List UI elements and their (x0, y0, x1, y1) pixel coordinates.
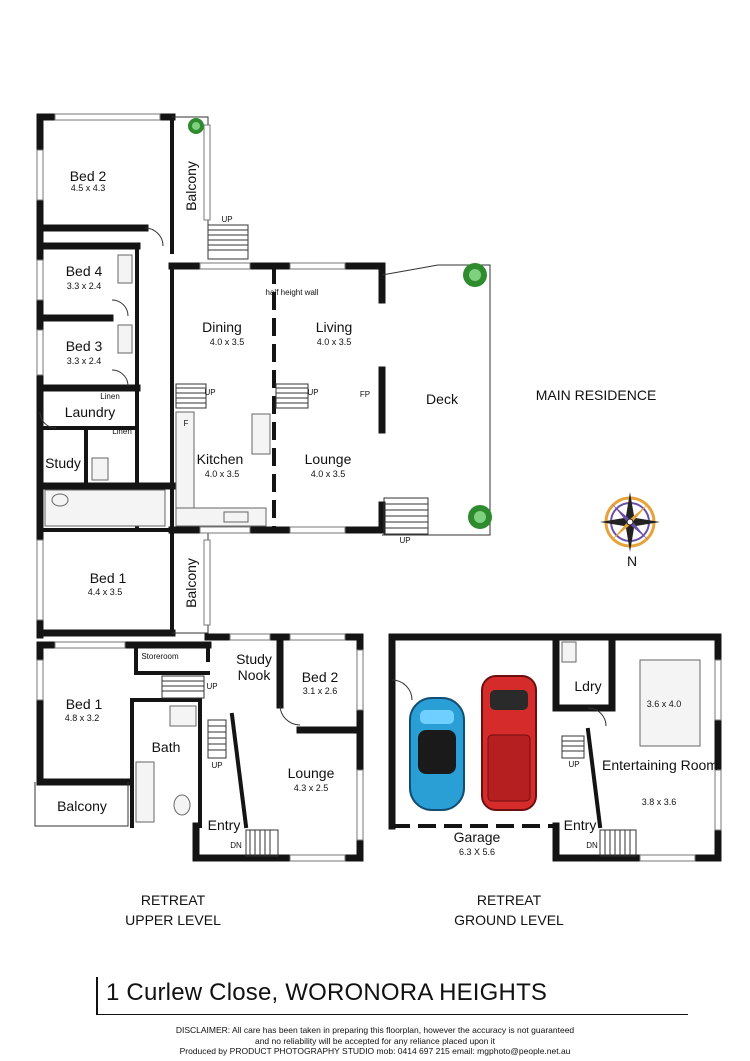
property-address-title: 1 Curlew Close, WORONORA HEIGHTS (106, 979, 548, 1006)
room-name-bath: Bath (152, 739, 181, 755)
label-balcony-mid: Balcony (183, 558, 199, 608)
room-size-lounge-upper: 4.3 x 2.5 (294, 783, 329, 793)
label-up-ground: UP (568, 760, 579, 769)
stairs-ground (561, 735, 585, 759)
room-size-bed2-main: 4.5 x 4.3 (71, 183, 106, 193)
label-dn-ground: DN (586, 841, 598, 850)
disclaimer-line-2: and no reliability will be accepted for … (254, 1035, 496, 1046)
room-name-bed2-main: Bed 2 (70, 168, 107, 184)
room-name-entry-upper: Entry (208, 817, 241, 833)
room-name-study: Study (45, 455, 81, 471)
stairs-upper (161, 675, 205, 699)
plant-icon (468, 505, 492, 529)
stairs-entry-upper (245, 829, 279, 857)
room-name-bed2-upper: Bed 2 (302, 669, 339, 685)
plant-icon (463, 263, 487, 287)
section-upper-line2: UPPER LEVEL (125, 912, 221, 928)
car-blue-icon (409, 697, 465, 811)
label-up-living: UP (307, 388, 318, 397)
car-red-icon (481, 675, 537, 811)
room-size-bed4: 3.3 x 2.4 (67, 281, 102, 291)
room-name-study-nook-line2: Nook (238, 667, 272, 683)
label-up-upper-1: UP (206, 682, 217, 691)
room-name-bed4: Bed 4 (66, 263, 103, 279)
room-size-lounge-main: 4.0 x 3.5 (311, 469, 346, 479)
section-ground-line2: GROUND LEVEL (454, 912, 564, 928)
label-linen-1: Linen (100, 392, 120, 401)
label-up-deck: UP (399, 536, 410, 545)
plant-icon (188, 118, 204, 134)
room-name-deck: Deck (426, 391, 459, 407)
room-size-bed1-upper: 4.8 x 3.2 (65, 713, 100, 723)
compass-icon (600, 492, 660, 552)
room-name-bed1-main: Bed 1 (90, 570, 127, 586)
room-size-bed1-main: 4.4 x 3.5 (88, 587, 123, 597)
label-fireplace: FP (360, 390, 370, 399)
label-half-wall: half height wall (266, 288, 319, 297)
room-name-bed1-upper: Bed 1 (66, 696, 103, 712)
room-name-lounge-upper: Lounge (288, 765, 335, 781)
room-name-balcony-upper: Balcony (57, 798, 107, 814)
room-size-bed2-upper: 3.1 x 2.6 (303, 686, 338, 696)
room-size-garage: 6.3 X 5.6 (459, 847, 495, 857)
disclaimer: DISCLAIMER: All care has been taken in p… (0, 1025, 750, 1057)
label-up-upper-2: UP (211, 761, 222, 770)
room-name-kitchen: Kitchen (197, 451, 244, 467)
disclaimer-line-3: Produced by PRODUCT PHOTOGRAPHY STUDIO m… (179, 1046, 571, 1056)
label-up-balcony: UP (221, 215, 232, 224)
room-size-dining: 4.0 x 3.5 (210, 337, 245, 347)
room-name-storeroom: Storeroom (141, 652, 179, 661)
room-name-study-nook-line1: Study (236, 651, 272, 667)
label-dn-upper: DN (230, 841, 242, 850)
label-fridge: F (184, 419, 189, 428)
room-name-entry-ground: Entry (564, 817, 597, 833)
room-name-ldry: Ldry (574, 678, 601, 694)
room-size-bed3: 3.3 x 2.4 (67, 356, 102, 366)
stairs-balcony (207, 224, 249, 260)
retreat-upper-plan (34, 633, 364, 862)
room-name-laundry: Laundry (65, 404, 116, 420)
room-size-entertaining-bottom: 3.8 x 3.6 (642, 797, 677, 807)
title-block: 1 Curlew Close, WORONORA HEIGHTS (96, 977, 688, 1015)
stairs-entry-ground (599, 829, 637, 857)
section-upper-line1: RETREAT (141, 892, 206, 908)
room-name-bed3: Bed 3 (66, 338, 103, 354)
room-size-entertaining-top: 3.6 x 4.0 (647, 699, 682, 709)
label-balcony-top: Balcony (183, 161, 199, 211)
room-size-kitchen: 4.0 x 3.5 (205, 469, 240, 479)
room-name-garage: Garage (454, 829, 501, 845)
stairs-upper-2 (207, 719, 227, 759)
room-name-entertaining: Entertaining Room (602, 757, 718, 773)
main-residence-plan (36, 113, 492, 639)
section-main-residence: MAIN RESIDENCE (536, 387, 657, 403)
room-size-living: 4.0 x 3.5 (317, 337, 352, 347)
disclaimer-line-1: DISCLAIMER: All care has been taken in p… (175, 1025, 575, 1035)
section-ground-line1: RETREAT (477, 892, 542, 908)
label-linen-2: Linen (112, 427, 132, 436)
stairs-living (275, 383, 309, 409)
retreat-ground-plan (388, 633, 722, 862)
room-name-lounge-main: Lounge (305, 451, 352, 467)
label-up-dining: UP (204, 388, 215, 397)
room-name-living: Living (316, 319, 353, 335)
stairs-deck (383, 497, 429, 535)
room-name-dining: Dining (202, 319, 242, 335)
stairs-dining (175, 383, 207, 409)
compass-north-label: N (627, 553, 637, 569)
